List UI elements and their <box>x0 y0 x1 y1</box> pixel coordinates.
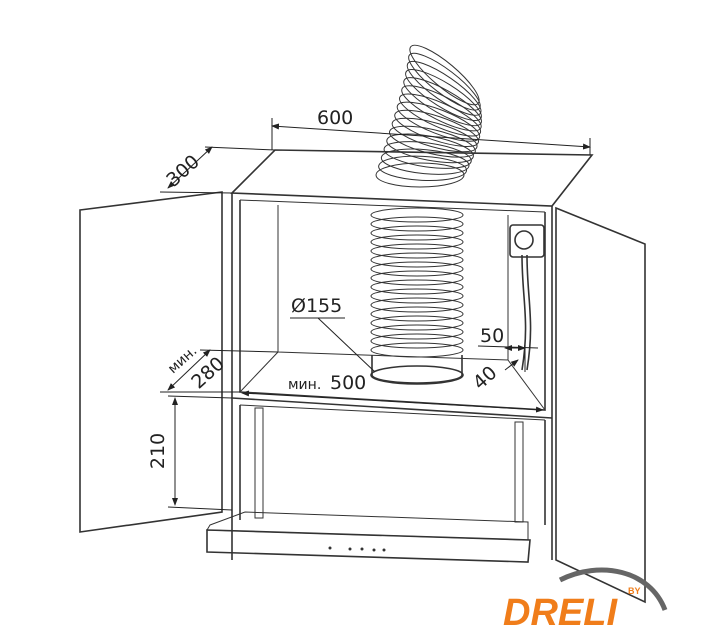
socket-offset-label: 50 <box>480 325 505 347</box>
hose-rib <box>370 333 464 349</box>
hose-rib <box>370 288 464 304</box>
hose-rib <box>370 297 464 313</box>
hose-rib <box>370 216 464 232</box>
flex-hose-top <box>375 44 482 188</box>
hose-rib <box>370 279 464 295</box>
hose-rib <box>408 52 481 111</box>
min-width-label: 500 <box>330 372 367 394</box>
hose-rib <box>396 101 481 142</box>
hose-rib <box>370 324 464 340</box>
hose-rib <box>375 162 465 188</box>
hose-rib <box>405 69 482 121</box>
hose-rib <box>370 225 464 241</box>
hose-rib <box>380 148 470 175</box>
hose-rib <box>370 315 464 331</box>
duct-diameter-label: Ø155 <box>291 295 343 317</box>
hose-rib <box>370 306 464 322</box>
duct-hose <box>370 207 464 358</box>
hose-rib <box>406 60 482 116</box>
hose-rib <box>383 141 472 169</box>
right-door <box>555 206 646 604</box>
hose-rib <box>409 44 480 106</box>
width-label: 600 <box>317 107 354 129</box>
hose-rib <box>403 77 482 127</box>
hose-rib <box>370 342 464 358</box>
hose-rib <box>370 234 464 250</box>
min-width-prefix: мин. <box>288 377 322 393</box>
hose-rib <box>378 155 468 181</box>
svg-text:BY: BY <box>628 586 641 596</box>
hose-rib <box>370 261 464 277</box>
dreli-logo: DRELI BY <box>503 567 668 634</box>
cabinet-top <box>230 149 594 207</box>
hose-rib <box>370 207 464 223</box>
height-below-label: 210 <box>147 432 170 470</box>
left-door <box>79 191 223 533</box>
hose-rib <box>370 270 464 286</box>
hose-rib <box>370 243 464 259</box>
hood-control-buttons <box>328 546 386 552</box>
svg-text:DRELI: DRELI <box>503 592 618 634</box>
hose-rib <box>370 252 464 268</box>
